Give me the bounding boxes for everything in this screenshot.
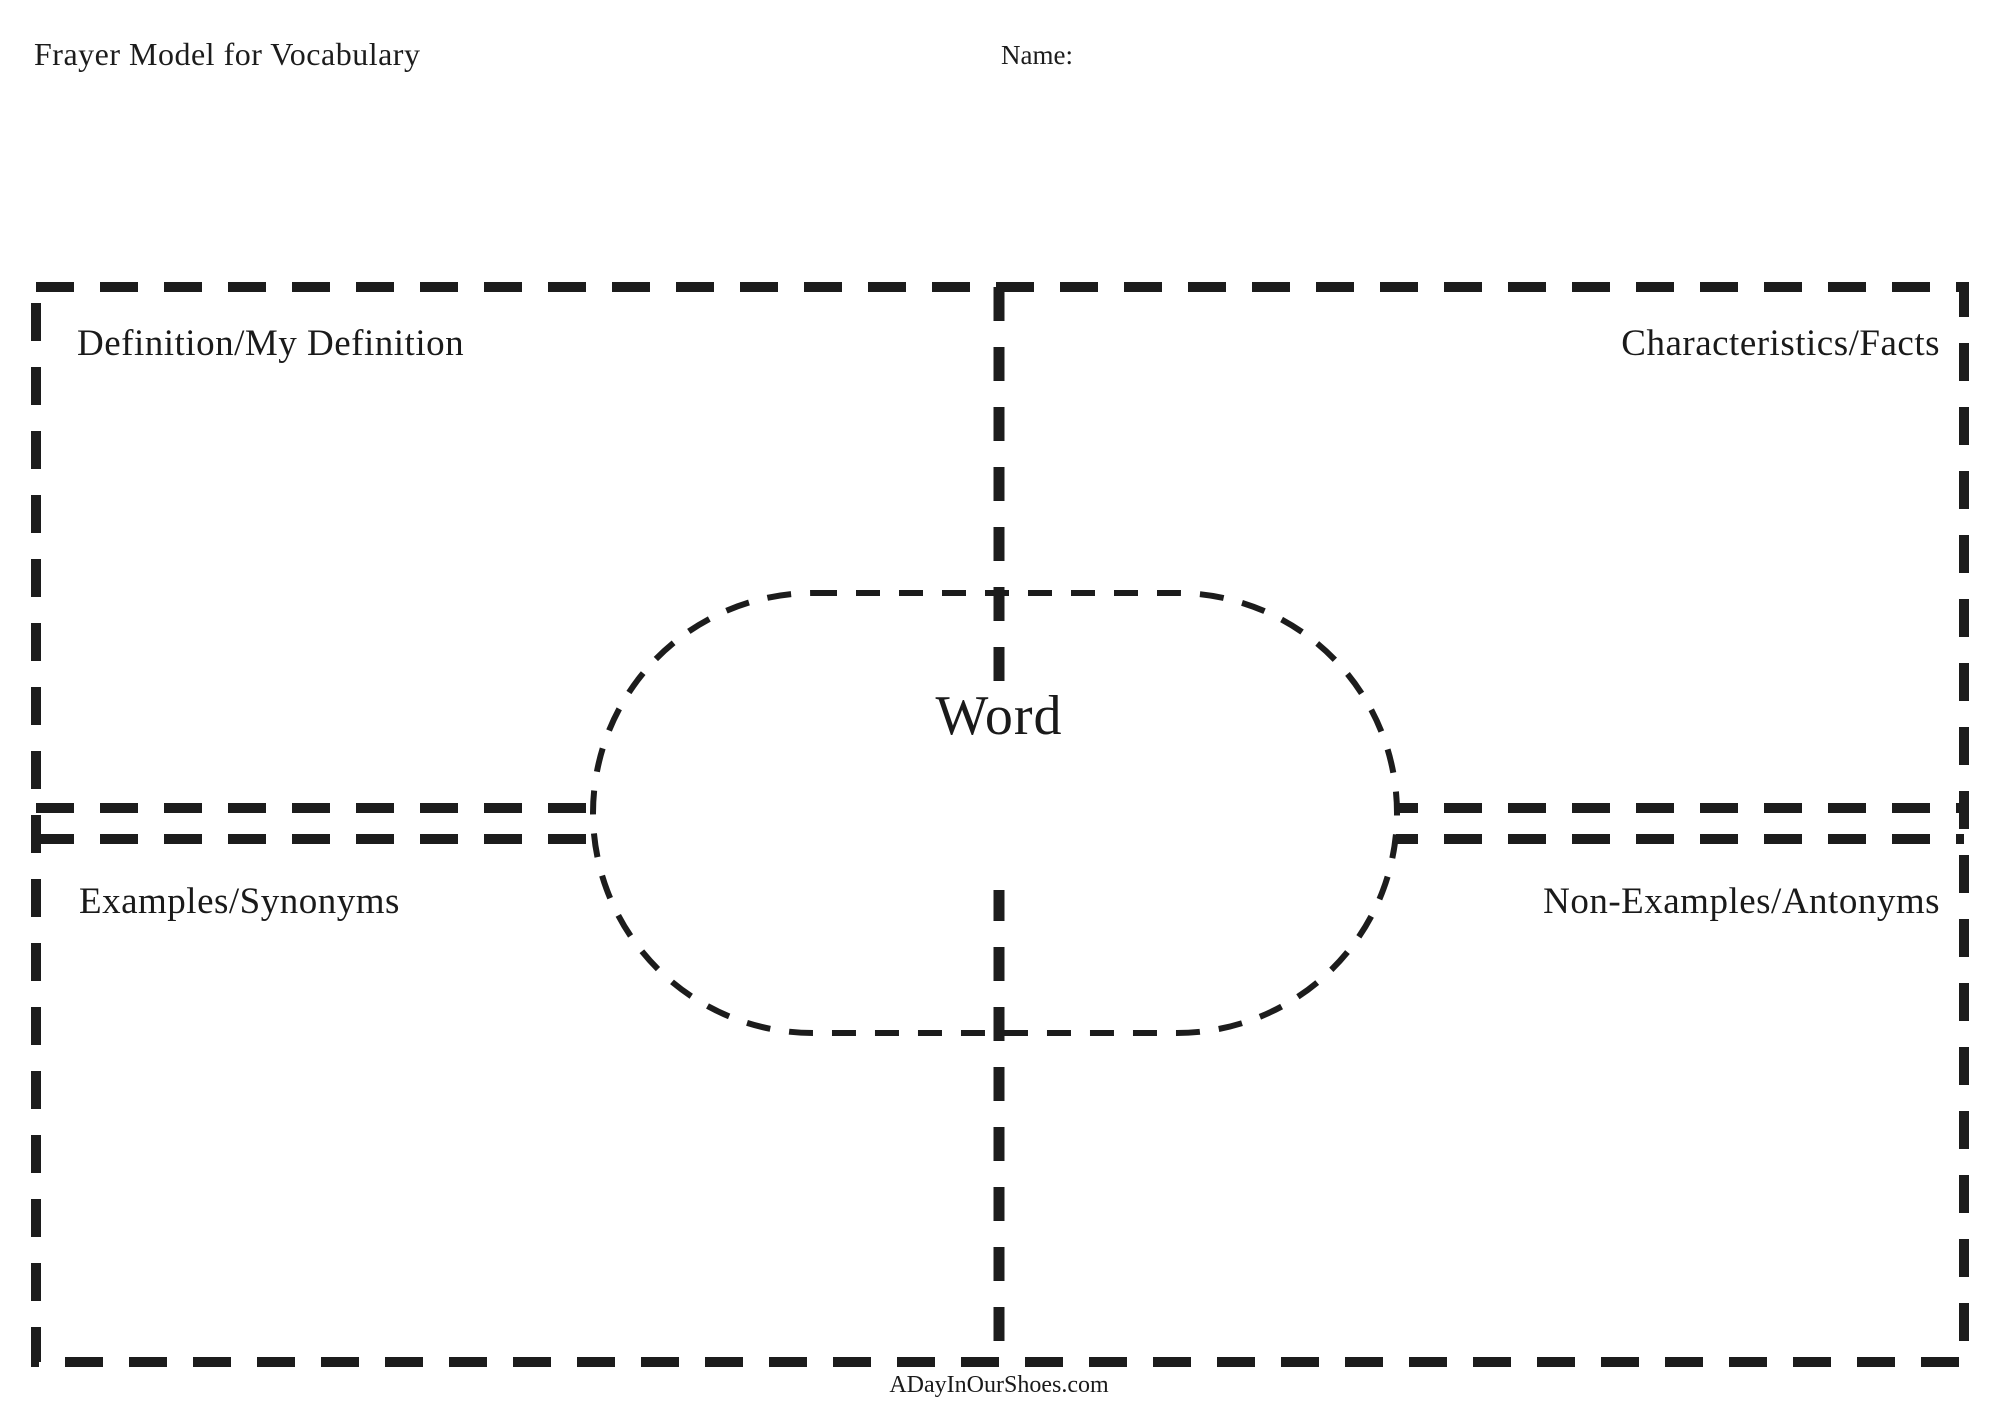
page-title: Frayer Model for Vocabulary bbox=[34, 36, 421, 72]
footer-credit: ADayInOurShoes.com bbox=[875, 1372, 1123, 1399]
quadrant-label-definition: Definition/My Definition bbox=[77, 323, 465, 364]
name-field-label: Name: bbox=[1001, 40, 1073, 70]
quadrant-label-examples: Examples/Synonyms bbox=[79, 881, 400, 922]
quadrant-label-non-examples: Non-Examples/Antonyms bbox=[1543, 881, 1940, 922]
center-word: Word bbox=[891, 684, 1107, 890]
quadrant-label-characteristics: Characteristics/Facts bbox=[1621, 323, 1940, 364]
